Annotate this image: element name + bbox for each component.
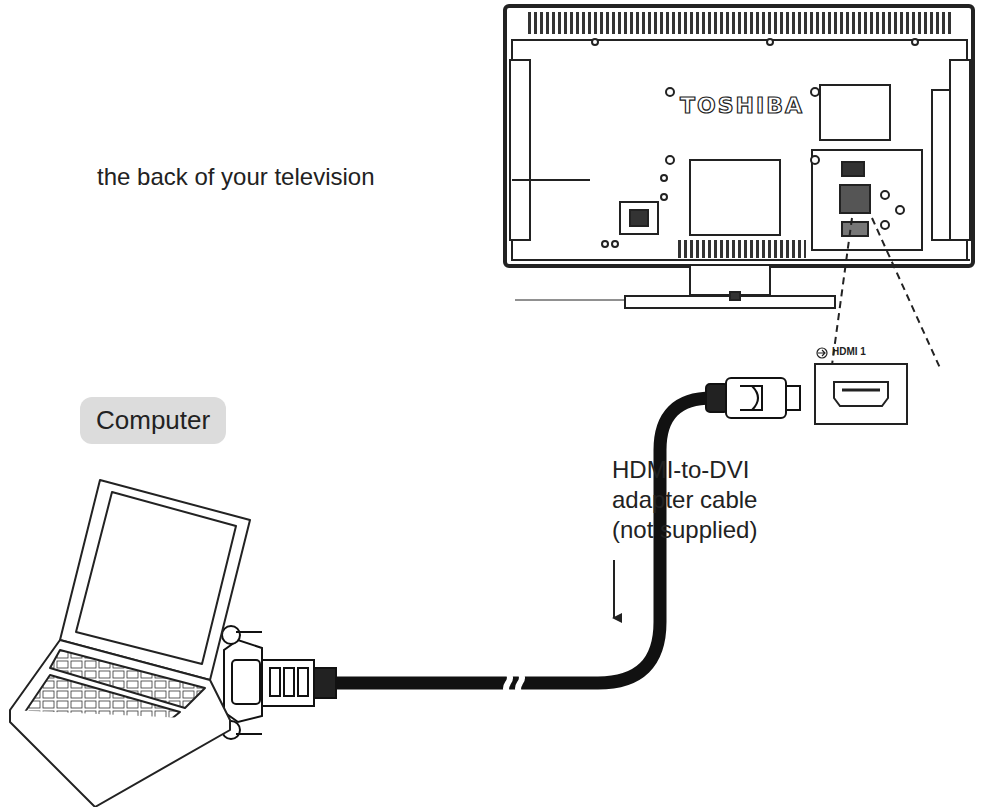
hdmi-plug [706, 378, 800, 418]
tv-back [505, 6, 973, 308]
node-label: Computer [96, 405, 210, 436]
pointer-arrow [613, 560, 615, 618]
leader-lines [832, 218, 940, 368]
cable [330, 398, 712, 694]
device-tag: Computer [80, 397, 226, 444]
laptop [10, 480, 250, 807]
cable-caption: HDMI-to-DVI adapter cable (not supplied) [612, 455, 787, 545]
input-icon [817, 348, 827, 358]
dvi-plug [222, 626, 336, 739]
hdmi-port [815, 364, 907, 424]
port-label: HDMI 1 [832, 346, 866, 359]
view-caption: the back of your television [97, 162, 375, 192]
brand-logo: TOSHIBA [680, 92, 804, 120]
